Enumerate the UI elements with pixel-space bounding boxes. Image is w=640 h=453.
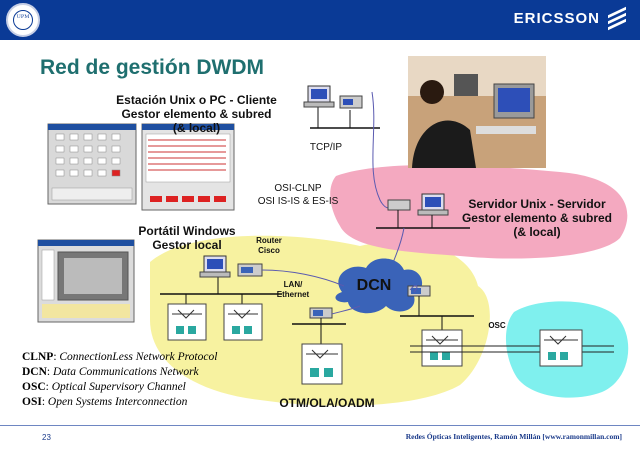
router-icon — [238, 264, 262, 276]
otm-label: OTM/OLA/OADM — [262, 396, 392, 410]
laptop-line-1: Portátil Windows — [132, 224, 242, 238]
alarm-list-screenshot — [142, 124, 234, 210]
network-element-otm — [302, 344, 342, 384]
network-element-2 — [224, 304, 262, 340]
tcpip-label: TCP/IP — [296, 142, 356, 153]
pc-icon-tcpip — [304, 86, 334, 107]
unix-client-line-1: Estación Unix o PC - Cliente — [104, 93, 289, 107]
osc-label: OSC — [482, 321, 512, 330]
operator-photo — [408, 56, 546, 168]
element-manager-screenshot — [48, 124, 136, 204]
network-element-1 — [168, 304, 206, 340]
legend-abbr: OSI — [22, 396, 42, 408]
legend-text: Optical Supervisory Channel — [52, 381, 186, 393]
local-terminal-screenshot — [38, 240, 134, 322]
lan-line-1: LAN/ — [266, 280, 320, 290]
laptop-label: Portátil Windows Gestor local — [132, 224, 242, 252]
router-line-1: Router — [244, 236, 294, 246]
dcn-label: DCN — [344, 277, 404, 295]
osi-label: OSI-CLNP OSI IS-IS & ES-IS — [250, 182, 346, 208]
legend-item: DCN: Data Communications Network — [22, 365, 252, 380]
workstation-icon-tcpip — [340, 96, 362, 108]
unix-server-label: Servidor Unix - Servidor Gestor elemento… — [452, 197, 622, 239]
server-line-1: Servidor Unix - Servidor — [452, 197, 622, 211]
legend-text: ConnectionLess Network Protocol — [59, 351, 217, 363]
router-label: Router Cisco — [244, 236, 294, 256]
legend-abbr: CLNP — [22, 351, 53, 363]
legend-item: CLNP: ConnectionLess Network Protocol — [22, 350, 252, 365]
page-number: 23 — [42, 433, 51, 442]
legend-abbr: OSC — [22, 381, 46, 393]
acronym-legend: CLNP: ConnectionLess Network Protocol DC… — [22, 350, 252, 410]
legend-item: OSC: Optical Supervisory Channel — [22, 380, 252, 395]
pc-icon-local — [200, 256, 230, 277]
router-icon-middle — [310, 308, 332, 318]
legend-text: Open Systems Interconnection — [48, 396, 187, 408]
unix-client-line-3: (& local) — [104, 121, 289, 135]
lan-line-2: Ethernet — [266, 290, 320, 300]
osi-line-1: OSI-CLNP — [250, 182, 346, 195]
osi-line-2: OSI IS-IS & ES-IS — [250, 195, 346, 208]
legend-text: Data Communications Network — [53, 366, 199, 378]
router-icon-right — [408, 286, 430, 296]
legend-item: OSI: Open Systems Interconnection — [22, 395, 252, 410]
router-line-2: Cisco — [244, 246, 294, 256]
laptop-line-2: Gestor local — [132, 238, 242, 252]
footer-credit: Redes Ópticas Inteligentes, Ramón Millán… — [406, 432, 622, 441]
unix-client-label: Estación Unix o PC - Cliente Gestor elem… — [104, 93, 289, 135]
server-line-3: (& local) — [452, 225, 622, 239]
footer-divider — [0, 425, 640, 426]
network-element-3 — [422, 330, 462, 366]
network-element-remote — [540, 330, 582, 366]
legend-abbr: DCN — [22, 366, 47, 378]
unix-client-line-2: Gestor elemento & subred — [104, 107, 289, 121]
server-line-2: Gestor elemento & subred — [452, 211, 622, 225]
lan-label: LAN/ Ethernet — [266, 280, 320, 300]
